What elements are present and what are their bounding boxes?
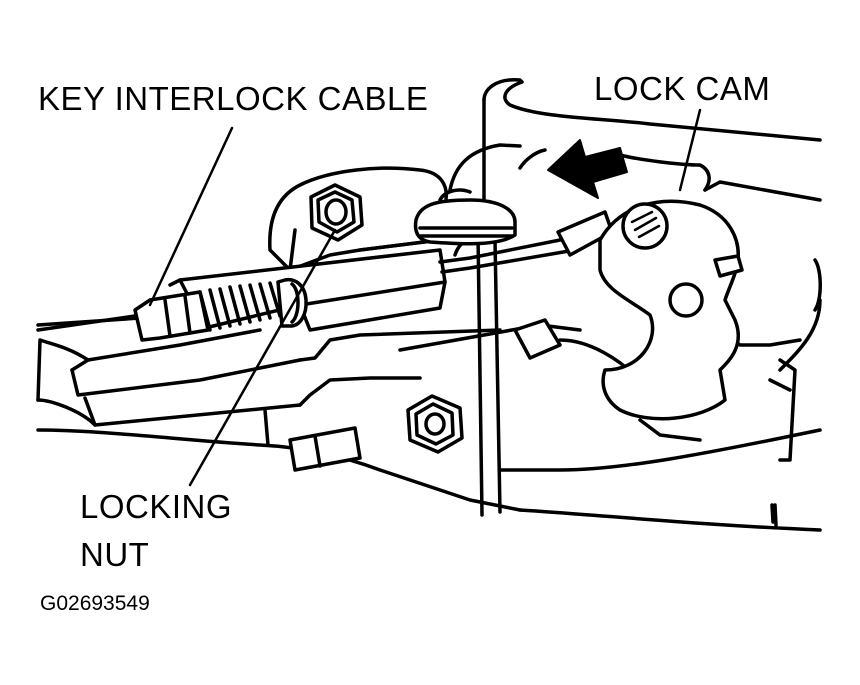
lower-nut	[406, 394, 464, 454]
slot-detail	[288, 426, 362, 472]
locking-nut	[309, 183, 364, 242]
label-locking-nut-line2: NUT	[80, 536, 150, 573]
base-plate	[36, 316, 522, 512]
right-lever	[768, 258, 822, 527]
arrow-left-icon	[518, 139, 628, 199]
label-key-interlock-cable: KEY INTERLOCK CABLE	[38, 80, 429, 117]
lower-linkage	[398, 318, 642, 382]
figure-code: G02693549	[40, 592, 150, 615]
cable-end-fitting	[36, 290, 210, 342]
shift-rod	[413, 188, 517, 517]
label-lock-cam: LOCK CAM	[594, 70, 771, 107]
leader-lines	[148, 108, 702, 487]
label-locking-nut-line1: LOCKING	[80, 488, 233, 525]
lower-housing	[498, 418, 822, 532]
lock-cam	[598, 199, 744, 421]
